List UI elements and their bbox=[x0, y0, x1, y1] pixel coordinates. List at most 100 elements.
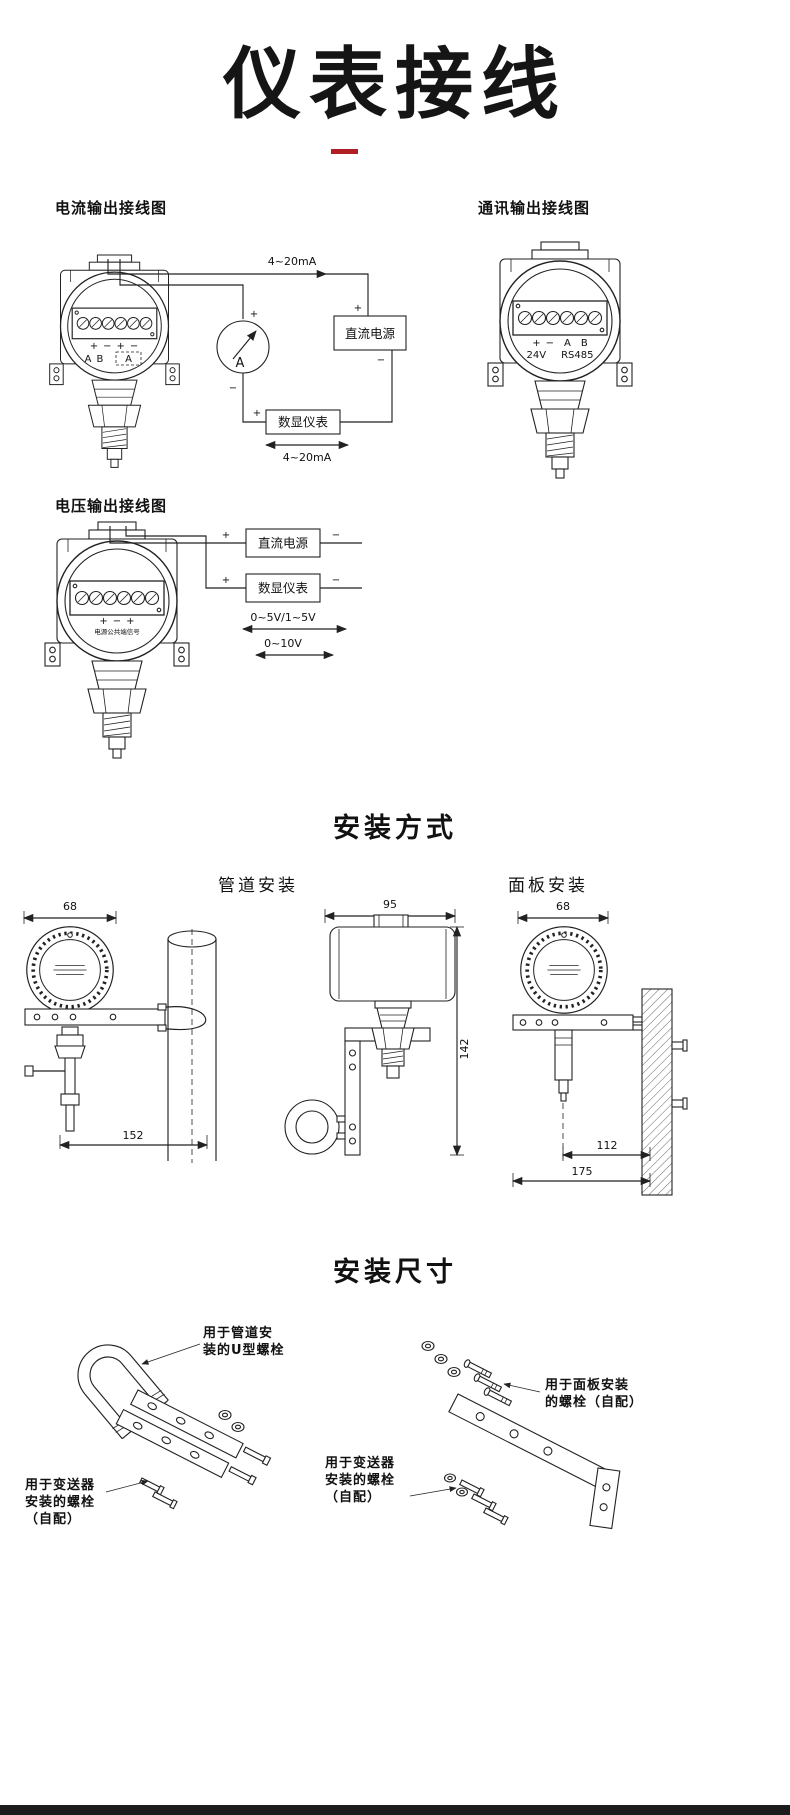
signal-top-label: 4~20mA bbox=[268, 255, 317, 268]
u-bolt-note: 用于管道安 装的U型螺栓 bbox=[203, 1326, 285, 1360]
dc-power-box: 直流电源 bbox=[245, 528, 321, 558]
mounting-title: 安装尺寸 bbox=[333, 1257, 457, 1288]
polarity-minus: − bbox=[229, 383, 237, 394]
u-bolt-hardware-figure bbox=[77, 1343, 272, 1510]
ammeter-letter: A bbox=[236, 356, 245, 371]
process-connection bbox=[371, 1027, 415, 1079]
washer-hole bbox=[234, 1424, 242, 1430]
dim-175: 175 bbox=[572, 1165, 593, 1178]
display-label: 数显仪表 bbox=[278, 415, 329, 430]
leader-line bbox=[105, 1479, 149, 1493]
transmitter-front-view bbox=[44, 521, 190, 759]
note-line: 的螺栓（自配） bbox=[545, 1394, 644, 1410]
note-line: 用于面板安装 bbox=[545, 1378, 630, 1393]
note-line: 用于变送器 bbox=[325, 1456, 396, 1471]
panel-screw bbox=[483, 1387, 513, 1407]
dim-142: 142 bbox=[458, 1039, 471, 1060]
note-line: 安装的螺栓 bbox=[25, 1494, 96, 1510]
leader-line bbox=[141, 1343, 201, 1365]
terminal-signs: + − + bbox=[99, 616, 134, 627]
polarity-plus: + bbox=[222, 530, 230, 541]
wire bbox=[107, 259, 328, 279]
transmitter-bolt-note-left: 用于变送器 安装的螺栓 （自配） bbox=[25, 1478, 95, 1529]
voltage-range-1: 0~5V/1~5V bbox=[250, 611, 316, 624]
wire bbox=[125, 526, 246, 589]
u-bolt-ring bbox=[284, 1099, 346, 1155]
comm-wiring-label: 通讯输出接线图 bbox=[478, 199, 591, 217]
terminal-signs: + − + − bbox=[90, 341, 139, 352]
washers bbox=[421, 1340, 461, 1378]
mounting-screw bbox=[151, 1491, 178, 1510]
transmitter-bolt-note-right: 用于变送器 安装的螺栓 （自配） bbox=[325, 1456, 395, 1507]
boxed-terminal-letter: A bbox=[125, 354, 132, 365]
transmitter-stem bbox=[554, 1029, 573, 1102]
display-box: 数显仪表 bbox=[265, 409, 341, 435]
voltage-range-2: 0~10V bbox=[264, 637, 302, 650]
wire bbox=[109, 526, 246, 544]
terminal-note: 电源公共端信号 bbox=[94, 627, 140, 636]
polarity-minus: − bbox=[377, 355, 385, 366]
mounting-screw bbox=[482, 1507, 509, 1526]
panel-bolt-note: 用于面板安装 的螺栓（自配） bbox=[545, 1378, 643, 1412]
mounting-bracket bbox=[24, 1008, 166, 1026]
dim-68: 68 bbox=[556, 900, 570, 913]
note-line: 用于变送器 bbox=[25, 1478, 96, 1493]
current-output-diagram: + − + − A B A 4~20mA A + − + 直流电源 + − 数显… bbox=[49, 254, 407, 469]
display-box: 数显仪表 bbox=[245, 573, 321, 603]
ammeter: A bbox=[216, 320, 270, 374]
voltage-output-diagram: + − + 电源公共端信号 + − 直流电源 + − 数显仪表 0~5V/1~5… bbox=[44, 521, 362, 759]
dim-152: 152 bbox=[123, 1129, 144, 1142]
title-underline bbox=[331, 149, 358, 154]
dim-112: 112 bbox=[597, 1139, 618, 1152]
dc-power-label: 直流电源 bbox=[345, 326, 396, 341]
pipe-install-figure: 68 152 bbox=[22, 900, 217, 1163]
transmitter-head-top-view bbox=[518, 924, 610, 1016]
terminal-signs: + − A B bbox=[532, 338, 588, 349]
polarity-plus: + bbox=[354, 303, 362, 314]
panel-bolt-hardware-figure bbox=[409, 1340, 621, 1530]
page-title: 仪表接线 bbox=[222, 40, 567, 130]
polarity-minus: − bbox=[332, 575, 340, 586]
note-line: 安装的螺栓 bbox=[325, 1472, 396, 1488]
note-line: 装的U型螺栓 bbox=[203, 1342, 285, 1358]
panel-screw bbox=[473, 1373, 503, 1393]
l-bracket-foot bbox=[589, 1467, 621, 1530]
bracket-install-figure: 95 142 bbox=[284, 898, 471, 1157]
panel-screw bbox=[463, 1359, 493, 1379]
terminal-letters: A B bbox=[85, 354, 104, 365]
wire bbox=[119, 259, 244, 319]
mounting-screw bbox=[138, 1477, 165, 1496]
transmitter-head-top-view bbox=[24, 924, 116, 1016]
washer-hole bbox=[221, 1412, 229, 1418]
polarity-minus: − bbox=[332, 530, 340, 541]
wire bbox=[326, 273, 369, 316]
note-line: 用于管道安 bbox=[203, 1326, 274, 1341]
clamp-plates bbox=[115, 1389, 272, 1486]
note-line: （自配） bbox=[325, 1489, 382, 1505]
comm-output-diagram: + − A B 24V RS485 bbox=[487, 241, 633, 479]
mounting-bracket bbox=[512, 1014, 643, 1031]
panel-install-label: 面板安装 bbox=[508, 876, 588, 896]
transmitter-side-view bbox=[329, 914, 456, 1029]
panel-wall bbox=[641, 988, 688, 1196]
dc-power-label: 直流电源 bbox=[258, 536, 309, 551]
mounting-screw bbox=[470, 1493, 497, 1512]
dim-95: 95 bbox=[383, 898, 397, 911]
valve-assembly bbox=[24, 1026, 86, 1132]
polarity-plus: + bbox=[253, 408, 261, 419]
panel-install-figure: 68 112 175 bbox=[511, 900, 688, 1196]
installation-title: 安装方式 bbox=[333, 813, 457, 844]
leader-line bbox=[409, 1486, 457, 1497]
note-line: （自配） bbox=[25, 1511, 82, 1527]
pipe bbox=[167, 929, 217, 1163]
polarity-plus: + bbox=[250, 309, 258, 320]
bottom-bar bbox=[0, 1805, 790, 1815]
signal-bottom-label: 4~20mA bbox=[283, 451, 332, 464]
dc-power-box: 直流电源 bbox=[333, 315, 407, 351]
bottom-washers bbox=[443, 1473, 469, 1497]
boxed-terminal-outline bbox=[115, 351, 142, 366]
u-bolt-clamp bbox=[157, 1003, 207, 1032]
display-label: 数显仪表 bbox=[258, 581, 309, 596]
wire bbox=[242, 373, 266, 423]
wire bbox=[340, 350, 393, 423]
